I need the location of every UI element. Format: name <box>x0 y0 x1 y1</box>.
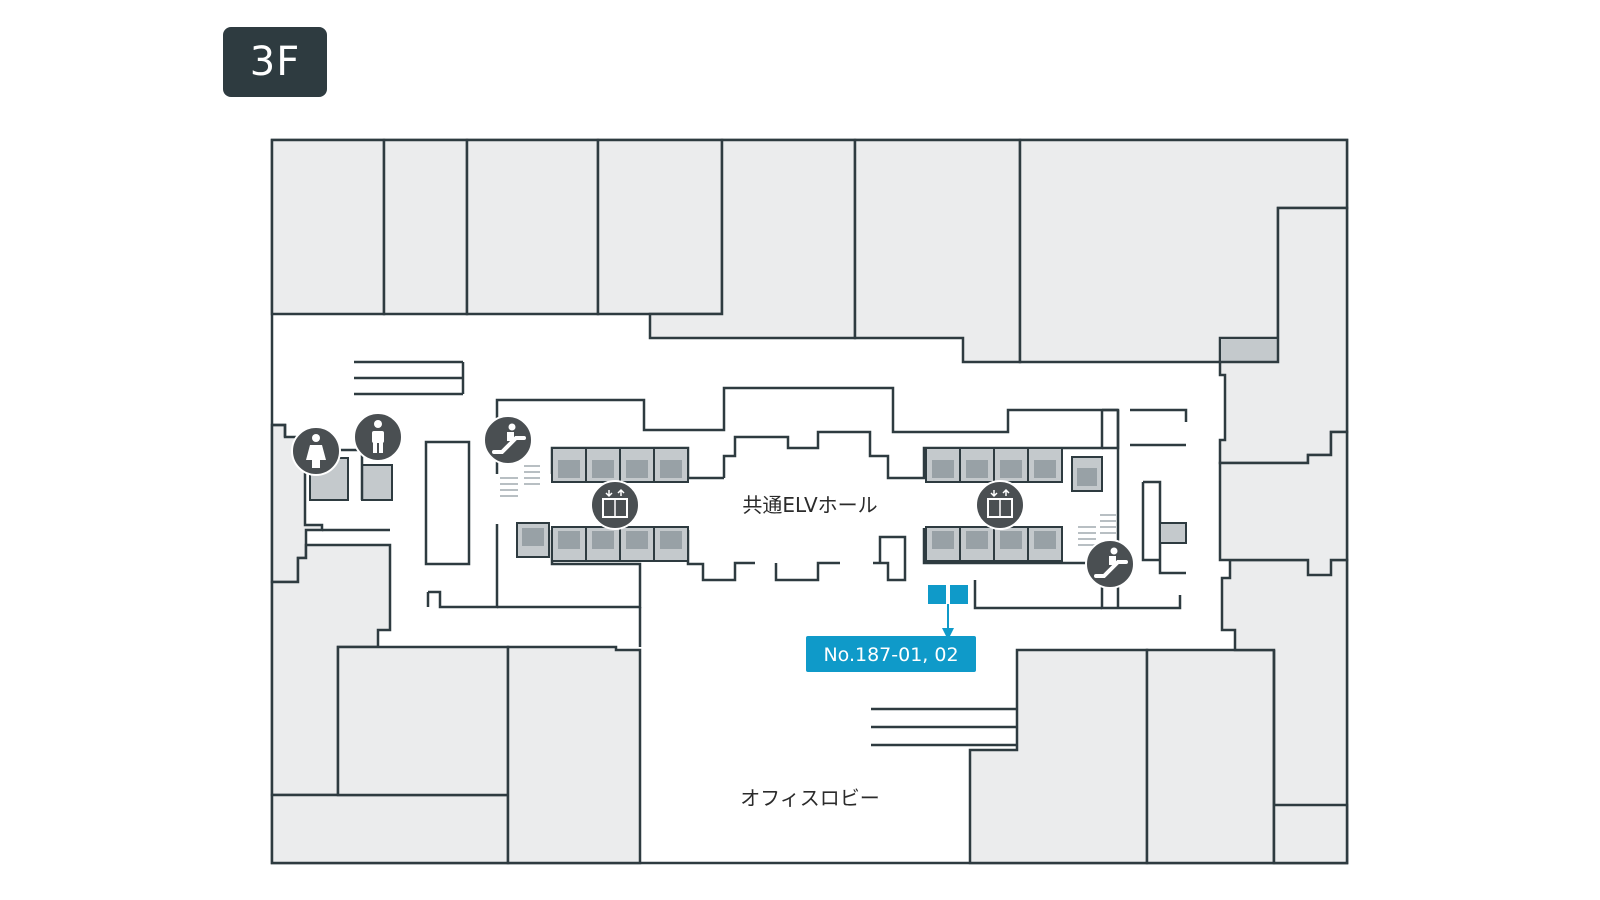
elevator-icon[interactable] <box>590 480 640 530</box>
stairs-small-right <box>1078 514 1116 546</box>
service-elevator-car <box>1077 468 1097 486</box>
central-core <box>428 386 1188 610</box>
wall <box>272 423 287 437</box>
column <box>424 440 471 566</box>
elevator-icon[interactable] <box>975 480 1025 530</box>
elevators-right-top <box>925 447 1063 483</box>
tenant-space[interactable] <box>596 138 724 316</box>
service-room <box>1219 337 1279 363</box>
tenant-space[interactable] <box>1272 650 1349 865</box>
lot-187-02[interactable] <box>950 585 968 604</box>
tenant-space[interactable] <box>382 138 469 316</box>
service-elevator-car <box>522 528 544 546</box>
office-lobby-label: オフィスロビー <box>740 786 880 810</box>
lot-label-box[interactable] <box>806 636 976 672</box>
left-tenants <box>270 423 642 865</box>
elevators-left-bottom <box>551 526 689 562</box>
top-tenants <box>270 138 1349 465</box>
bottom-right-tenants <box>968 430 1349 865</box>
tenant-space[interactable] <box>336 645 510 797</box>
stairs-small-left <box>500 465 540 497</box>
elevators-right-bottom <box>925 526 1063 562</box>
escalator-icon[interactable] <box>1085 539 1135 589</box>
highlighted-lots[interactable]: No.187-01, 02 <box>806 585 976 672</box>
tenant-space[interactable] <box>1218 430 1349 577</box>
restroom-room <box>361 464 393 501</box>
tenant-space[interactable] <box>465 138 600 316</box>
lower-corridor-walls <box>426 592 642 647</box>
lot-label: No.187-01, 02 <box>823 644 958 666</box>
tenant-space[interactable] <box>506 645 642 865</box>
tenant-space[interactable] <box>1145 648 1276 865</box>
tenant-space[interactable] <box>270 138 386 316</box>
stairs-bottom <box>871 707 1017 747</box>
lot-pointer-arrow <box>942 628 954 640</box>
male-restroom-icon[interactable] <box>353 412 403 462</box>
lot-187-01[interactable] <box>928 585 946 604</box>
tenant-space[interactable] <box>270 793 510 865</box>
floor-badge: 3F <box>223 27 327 97</box>
elevator-hall-label: 共通ELVホール <box>742 493 877 517</box>
elevators-left-top <box>551 447 689 483</box>
escalator-icon[interactable] <box>483 415 533 465</box>
floor-label: 3F <box>249 39 301 85</box>
service-room <box>1159 522 1187 544</box>
tenant-space[interactable] <box>853 138 1022 364</box>
stairs-left <box>354 360 465 396</box>
female-restroom-icon[interactable] <box>291 426 341 476</box>
